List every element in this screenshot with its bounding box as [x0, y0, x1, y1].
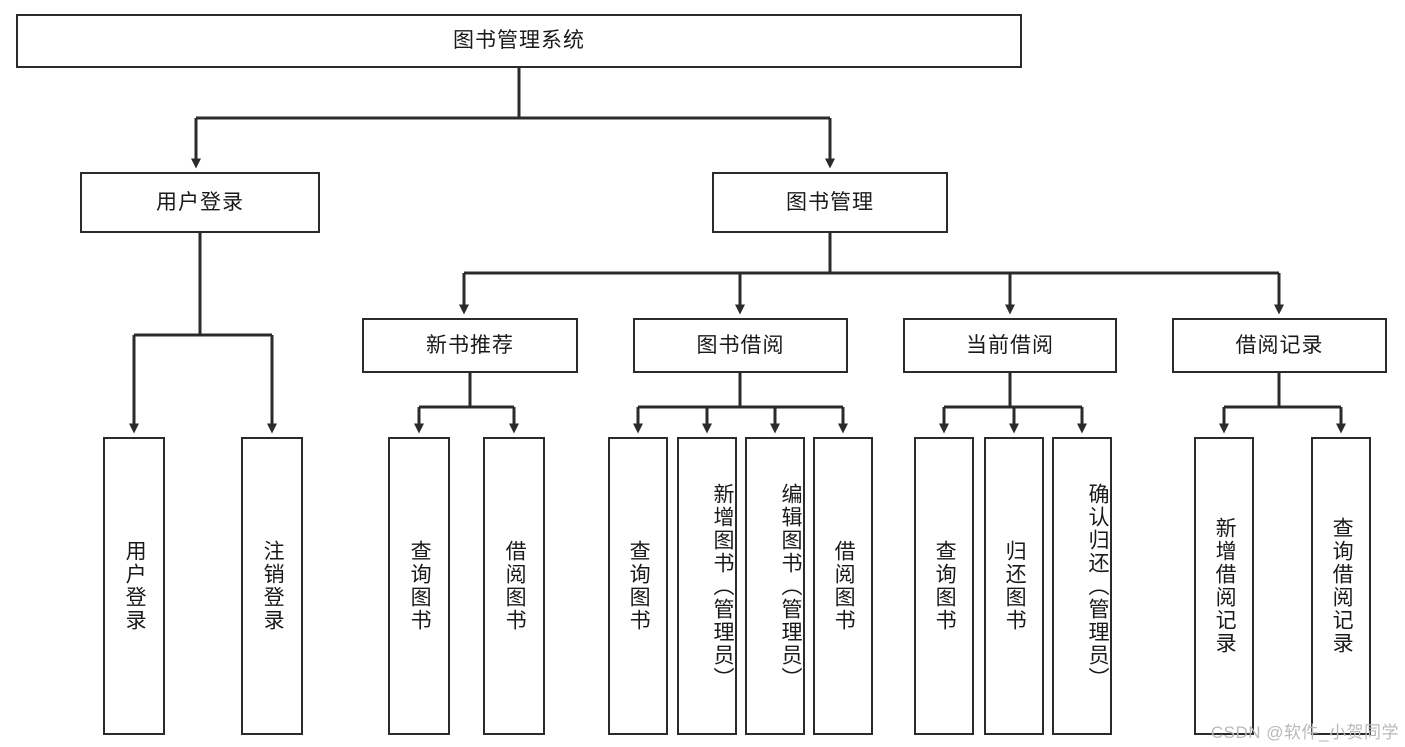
node-user-login-label: 用户登录 [156, 190, 244, 214]
node-current-borrow-label: 当前借阅 [966, 333, 1054, 357]
node-leaf-add-borrow-record[interactable]: 新增借阅记录 [1194, 437, 1254, 735]
node-leaf-query-book-borrow-label: 查询图书 [627, 540, 651, 632]
node-user-login[interactable]: 用户登录 [80, 172, 320, 233]
node-leaf-edit-book-label: 编辑图书（管理员） [779, 482, 802, 690]
node-leaf-user-logout-label: 注销登录 [261, 540, 285, 632]
node-leaf-add-book[interactable]: 新增图书（管理员） [677, 437, 737, 735]
node-new-book-recommend[interactable]: 新书推荐 [362, 318, 578, 373]
node-leaf-add-borrow-record-label: 新增借阅记录 [1213, 517, 1237, 655]
node-new-book-recommend-label: 新书推荐 [426, 333, 514, 357]
node-leaf-borrow-book[interactable]: 借阅图书 [813, 437, 873, 735]
node-leaf-return-book-label: 归还图书 [1003, 540, 1027, 632]
node-leaf-borrow-book-recommend-label: 借阅图书 [503, 540, 527, 632]
node-leaf-user-login-label: 用户登录 [123, 540, 147, 632]
node-leaf-borrow-book-recommend[interactable]: 借阅图书 [483, 437, 545, 735]
node-book-borrow-label: 图书借阅 [696, 333, 785, 357]
node-leaf-confirm-return-label: 确认归还（管理员） [1086, 482, 1109, 690]
node-leaf-query-borrow-record-label: 查询借阅记录 [1330, 517, 1354, 655]
node-leaf-query-book-recommend[interactable]: 查询图书 [388, 437, 450, 735]
node-current-borrow[interactable]: 当前借阅 [903, 318, 1117, 373]
node-borrow-record[interactable]: 借阅记录 [1172, 318, 1387, 373]
node-leaf-confirm-return[interactable]: 确认归还（管理员） [1052, 437, 1112, 735]
node-root-label: 图书管理系统 [453, 29, 585, 53]
node-leaf-query-borrow-record[interactable]: 查询借阅记录 [1311, 437, 1371, 735]
node-book-manage-label: 图书管理 [786, 190, 874, 214]
node-leaf-query-book-recommend-label: 查询图书 [408, 540, 432, 632]
node-leaf-user-logout[interactable]: 注销登录 [241, 437, 303, 735]
node-leaf-borrow-book-label: 借阅图书 [832, 540, 856, 632]
node-leaf-add-book-label: 新增图书（管理员） [711, 482, 734, 690]
node-book-borrow[interactable]: 图书借阅 [633, 318, 848, 373]
node-leaf-query-book-current[interactable]: 查询图书 [914, 437, 974, 735]
node-root[interactable]: 图书管理系统 [16, 14, 1022, 68]
node-leaf-user-login[interactable]: 用户登录 [103, 437, 165, 735]
node-leaf-return-book[interactable]: 归还图书 [984, 437, 1044, 735]
node-book-manage[interactable]: 图书管理 [712, 172, 948, 233]
csdn-watermark: CSDN @软件_小贺同学 [1210, 723, 1399, 742]
node-leaf-edit-book[interactable]: 编辑图书（管理员） [745, 437, 805, 735]
node-leaf-query-book-current-label: 查询图书 [933, 540, 957, 632]
node-borrow-record-label: 借阅记录 [1235, 333, 1324, 357]
node-leaf-query-book-borrow[interactable]: 查询图书 [608, 437, 668, 735]
